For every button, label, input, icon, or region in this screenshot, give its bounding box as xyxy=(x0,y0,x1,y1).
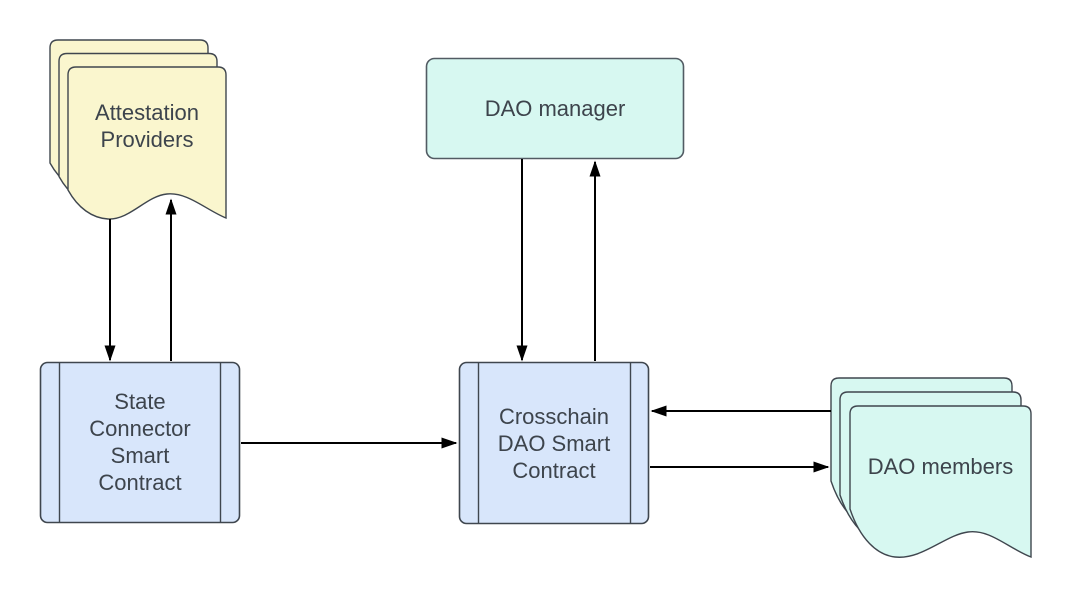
state-connector-box xyxy=(39,361,241,524)
attestation-providers-shape xyxy=(49,39,227,220)
dao-manager-box xyxy=(425,57,685,160)
crosschain-dao-box xyxy=(458,361,650,525)
dao-members-shape xyxy=(830,377,1032,559)
